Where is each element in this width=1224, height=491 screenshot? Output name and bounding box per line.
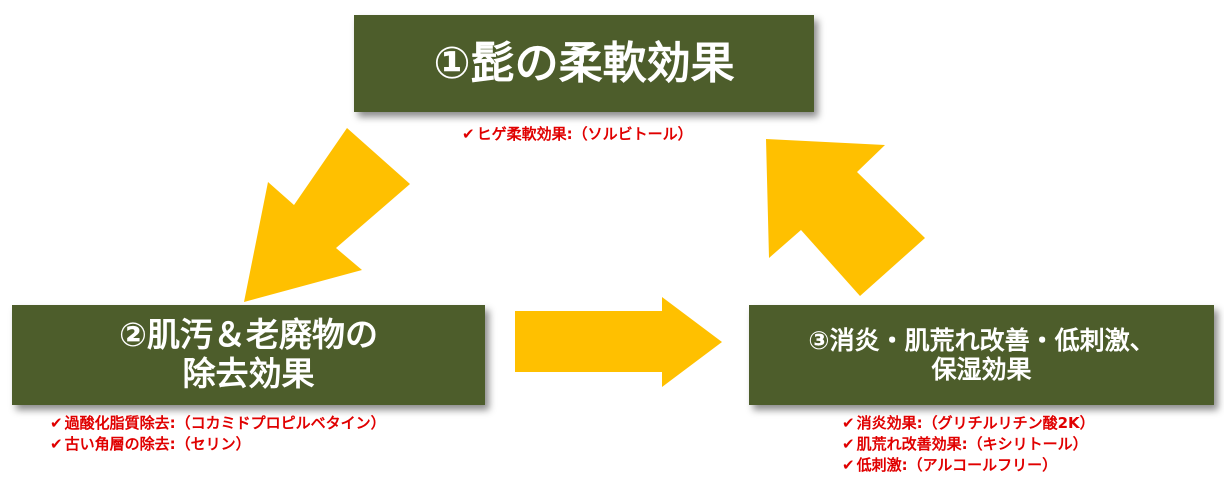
notes-box1: ✔ヒゲ柔軟効果:（ソルビトール） bbox=[462, 124, 693, 145]
check-icon: ✔ bbox=[462, 125, 475, 143]
box3-line2: 保湿効果 bbox=[931, 355, 1032, 384]
box2-line2: 除去効果 bbox=[182, 354, 315, 393]
check-icon: ✔ bbox=[50, 435, 63, 453]
note-item: ✔古い角層の除去:（セリン） bbox=[50, 435, 251, 453]
check-icon: ✔ bbox=[842, 456, 855, 474]
note-item: ✔ヒゲ柔軟効果:（ソルビトール） bbox=[462, 125, 693, 143]
note-item: ✔低刺激:（アルコールフリー） bbox=[842, 456, 1058, 474]
box2-line1: ②肌汚＆老廃物の bbox=[119, 315, 378, 355]
check-icon: ✔ bbox=[842, 435, 855, 453]
box-dirt-removal: ②肌汚＆老廃物の 除去効果 bbox=[12, 305, 485, 405]
notes-box2: ✔過酸化脂質除去:（コカミドプロピルベタイン） ✔古い角層の除去:（セリン） bbox=[50, 413, 386, 455]
note-item: ✔過酸化脂質除去:（コカミドプロピルベタイン） bbox=[50, 414, 386, 432]
check-icon: ✔ bbox=[50, 414, 63, 432]
note-item: ✔消炎効果:（グリチルリチン酸2K） bbox=[842, 414, 1095, 432]
box1-title: ①髭の柔軟効果 bbox=[433, 37, 735, 89]
box3-line1: ③消炎・肌荒れ改善・低刺激、 bbox=[808, 325, 1155, 355]
check-icon: ✔ bbox=[842, 414, 855, 432]
notes-box3: ✔消炎効果:（グリチルリチン酸2K） ✔肌荒れ改善効果:（キシリトール） ✔低刺… bbox=[842, 413, 1095, 476]
arrow-right bbox=[515, 297, 722, 387]
note-item: ✔肌荒れ改善効果:（キシリトール） bbox=[842, 435, 1088, 453]
box-anti-inflammatory: ③消炎・肌荒れ改善・低刺激、 保湿効果 bbox=[749, 305, 1214, 405]
box-beard-softening: ①髭の柔軟効果 bbox=[354, 15, 814, 112]
arrow-up-left bbox=[766, 139, 925, 296]
arrow-down-left bbox=[244, 128, 410, 302]
